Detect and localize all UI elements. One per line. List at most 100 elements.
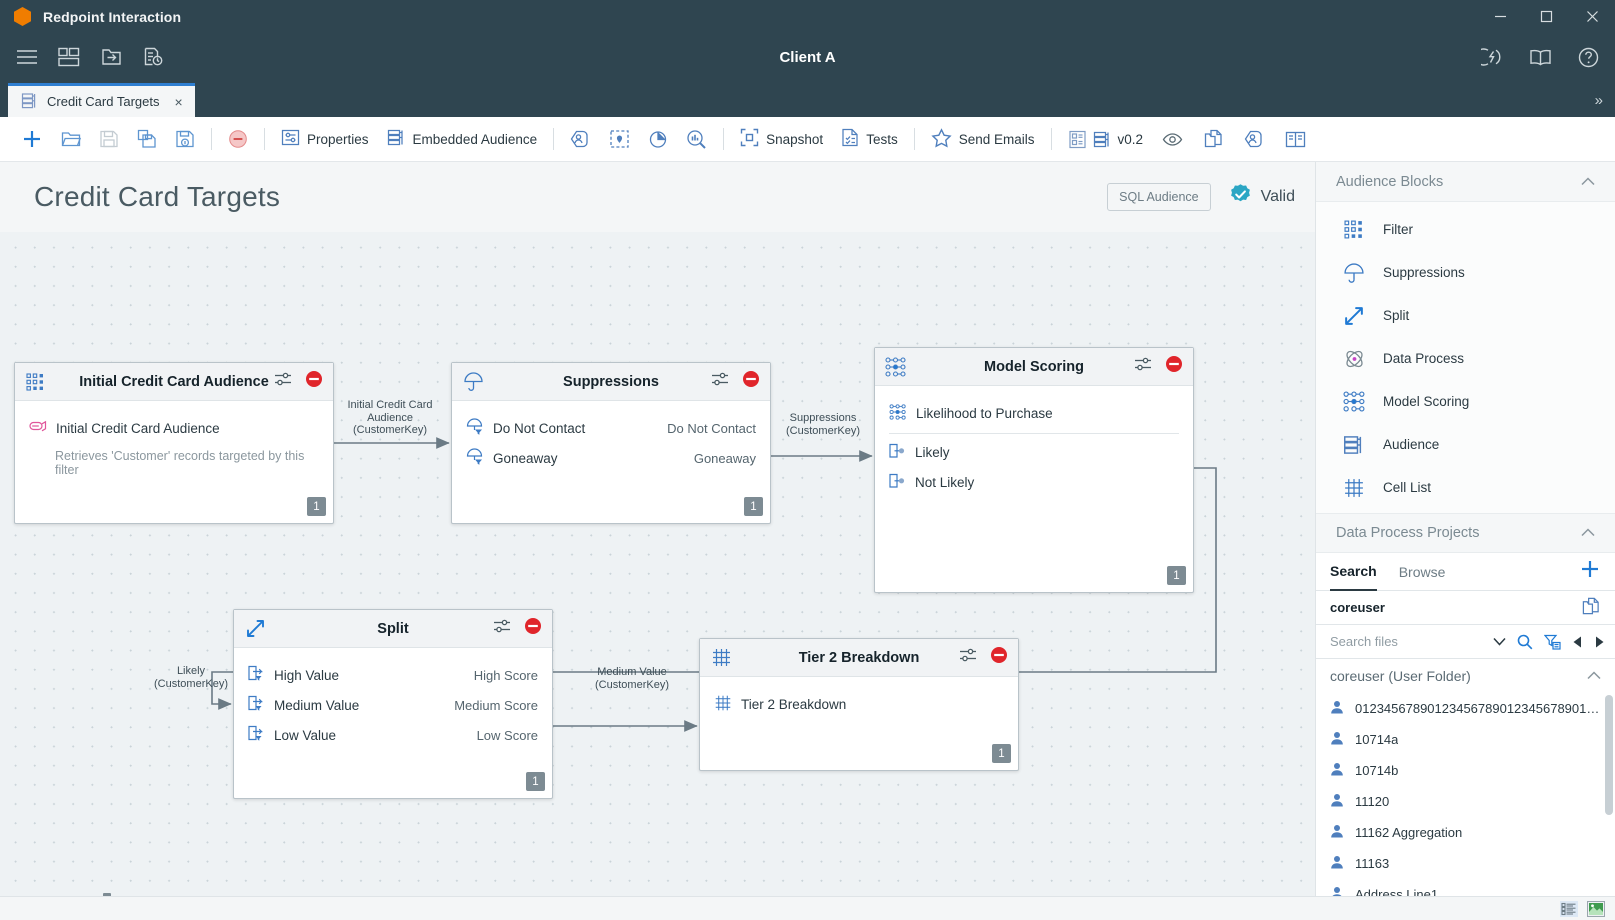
tab-expand-icon[interactable]: » [1594, 92, 1603, 109]
node-row[interactable]: Low Value Low Score [248, 720, 538, 750]
data-process-projects-header[interactable]: Data Process Projects [1316, 513, 1615, 553]
sidebar-item-suppressions[interactable]: Suppressions [1316, 251, 1615, 294]
image-view-icon[interactable] [1586, 900, 1605, 917]
search-input[interactable]: Search files [1330, 634, 1398, 649]
layout-panels-icon[interactable] [56, 44, 82, 70]
book-open-icon[interactable] [1276, 122, 1315, 156]
app-title: Redpoint Interaction [43, 8, 182, 25]
node-row[interactable]: Likely [889, 437, 1179, 467]
list-item[interactable]: 10714a [1316, 724, 1615, 755]
version-label: v0.2 [1117, 131, 1143, 147]
minimize-icon[interactable] [1477, 0, 1523, 33]
canvas-area: Credit Card Targets SQL Audience Valid [0, 162, 1315, 920]
sidebar-item-label: Model Scoring [1383, 394, 1470, 409]
split-output-icon [248, 725, 265, 745]
node-settings-icon[interactable] [711, 371, 730, 392]
add-button[interactable] [12, 122, 52, 156]
list-item[interactable]: 11120 [1316, 786, 1615, 817]
save-info-button[interactable] [166, 122, 204, 156]
select-region-button[interactable] [600, 122, 639, 156]
chevron-up-icon[interactable] [1581, 175, 1595, 189]
tag-user-icon[interactable] [1235, 122, 1274, 156]
node-row[interactable]: Likelihood to Purchase [889, 398, 1179, 428]
tab-credit-card-targets[interactable]: Credit Card Targets × [8, 83, 195, 117]
sidebar-item-cell-list[interactable]: Cell List [1316, 466, 1615, 509]
node-delete-icon[interactable] [742, 370, 760, 393]
list-item[interactable]: 11162 Aggregation [1316, 817, 1615, 848]
list-item[interactable]: 11163 [1316, 848, 1615, 879]
list-view-icon[interactable] [1559, 900, 1578, 917]
node-delete-icon[interactable] [990, 646, 1008, 669]
node-row[interactable]: High Value High Score [248, 660, 538, 690]
tests-button[interactable]: Tests [832, 122, 907, 156]
sql-audience-badge[interactable]: SQL Audience [1107, 183, 1211, 211]
activity-bolt-icon[interactable] [1479, 44, 1505, 70]
save-as-button[interactable] [128, 122, 166, 156]
snapshot-button[interactable]: Snapshot [731, 122, 832, 156]
embedded-audience-button[interactable]: Embedded Audience [378, 122, 547, 156]
plus-icon[interactable] [1579, 558, 1601, 585]
sidebar-item-model-scoring[interactable]: Model Scoring [1316, 380, 1615, 423]
sidebar-item-audience[interactable]: Audience [1316, 423, 1615, 466]
flow-canvas[interactable]: Initial Credit Card Audience [0, 232, 1315, 920]
node-model-scoring[interactable]: Model Scoring [874, 347, 1194, 593]
help-circle-icon[interactable] [1575, 44, 1601, 70]
node-settings-icon[interactable] [274, 371, 293, 392]
send-emails-button[interactable]: Send Emails [922, 122, 1044, 156]
eye-icon[interactable] [1153, 122, 1192, 156]
node-split[interactable]: Split [233, 609, 553, 799]
analyze-button[interactable] [677, 122, 716, 156]
sidebar-item-data-process[interactable]: Data Process [1316, 337, 1615, 380]
grid-view-button[interactable] [1059, 122, 1096, 156]
node-row[interactable]: Tier 2 Breakdown [714, 689, 1004, 719]
node-row[interactable]: Medium Value Medium Score [248, 690, 538, 720]
chart-button[interactable] [639, 122, 677, 156]
node-settings-icon[interactable] [959, 647, 978, 668]
file-list[interactable]: 0123456789012345678901234567890123456789… [1316, 693, 1615, 920]
chevron-up-icon[interactable] [1587, 669, 1601, 683]
node-row[interactable]: Goneaway Goneaway [466, 443, 756, 473]
list-item[interactable]: 0123456789012345678901234567890123456789… [1316, 693, 1615, 724]
tab-search[interactable]: Search [1330, 553, 1377, 591]
chevron-up-icon[interactable] [1581, 526, 1595, 540]
document-clock-icon[interactable] [140, 44, 166, 70]
node-suppressions[interactable]: Suppressions [451, 362, 771, 524]
user-folder-header[interactable]: coreuser (User Folder) [1316, 659, 1615, 693]
node-row[interactable]: Not Likely [889, 467, 1179, 497]
node-row-label: Likely [915, 444, 950, 460]
node-row-label: Likelihood to Purchase [916, 405, 1053, 421]
node-settings-icon[interactable] [493, 618, 512, 639]
sidebar-item-filter[interactable]: Filter [1316, 208, 1615, 251]
open-button[interactable] [52, 122, 90, 156]
search-icon[interactable] [1517, 634, 1533, 650]
close-icon[interactable] [1569, 0, 1615, 33]
audience-blocks-header[interactable]: Audience Blocks [1316, 162, 1615, 202]
prev-arrow-icon[interactable] [1572, 636, 1583, 648]
next-arrow-icon[interactable] [1594, 636, 1605, 648]
book-icon[interactable] [1527, 44, 1553, 70]
list-item[interactable]: 10714b [1316, 755, 1615, 786]
copy-folder-icon[interactable] [1194, 122, 1233, 156]
tab-close-icon[interactable]: × [174, 93, 183, 110]
delete-button[interactable] [219, 122, 257, 156]
node-tier-2-breakdown[interactable]: Tier 2 Breakdown [699, 638, 1019, 771]
maximize-icon[interactable] [1523, 0, 1569, 33]
hamburger-menu-icon[interactable] [14, 44, 40, 70]
save-button[interactable] [90, 122, 128, 156]
sidebar-item-split[interactable]: Split [1316, 294, 1615, 337]
properties-button[interactable]: Properties [272, 122, 378, 156]
copy-folder-icon[interactable] [1581, 597, 1601, 619]
file-list-scrollbar[interactable] [1605, 695, 1613, 815]
chevron-down-icon[interactable] [1493, 637, 1506, 646]
node-delete-icon[interactable] [1165, 355, 1183, 378]
node-row[interactable]: Do Not Contact Do Not Contact [466, 413, 756, 443]
tag-button[interactable] [561, 122, 600, 156]
node-delete-icon[interactable] [305, 370, 323, 393]
node-settings-icon[interactable] [1134, 356, 1153, 377]
node-initial-credit-card-audience[interactable]: Initial Credit Card Audience [14, 362, 334, 524]
filter-save-icon[interactable] [1544, 634, 1561, 650]
node-delete-icon[interactable] [524, 617, 542, 640]
tab-browse[interactable]: Browse [1398, 563, 1446, 580]
folder-arrow-icon[interactable] [98, 44, 124, 70]
node-row[interactable]: Initial Credit Card Audience [29, 413, 319, 443]
